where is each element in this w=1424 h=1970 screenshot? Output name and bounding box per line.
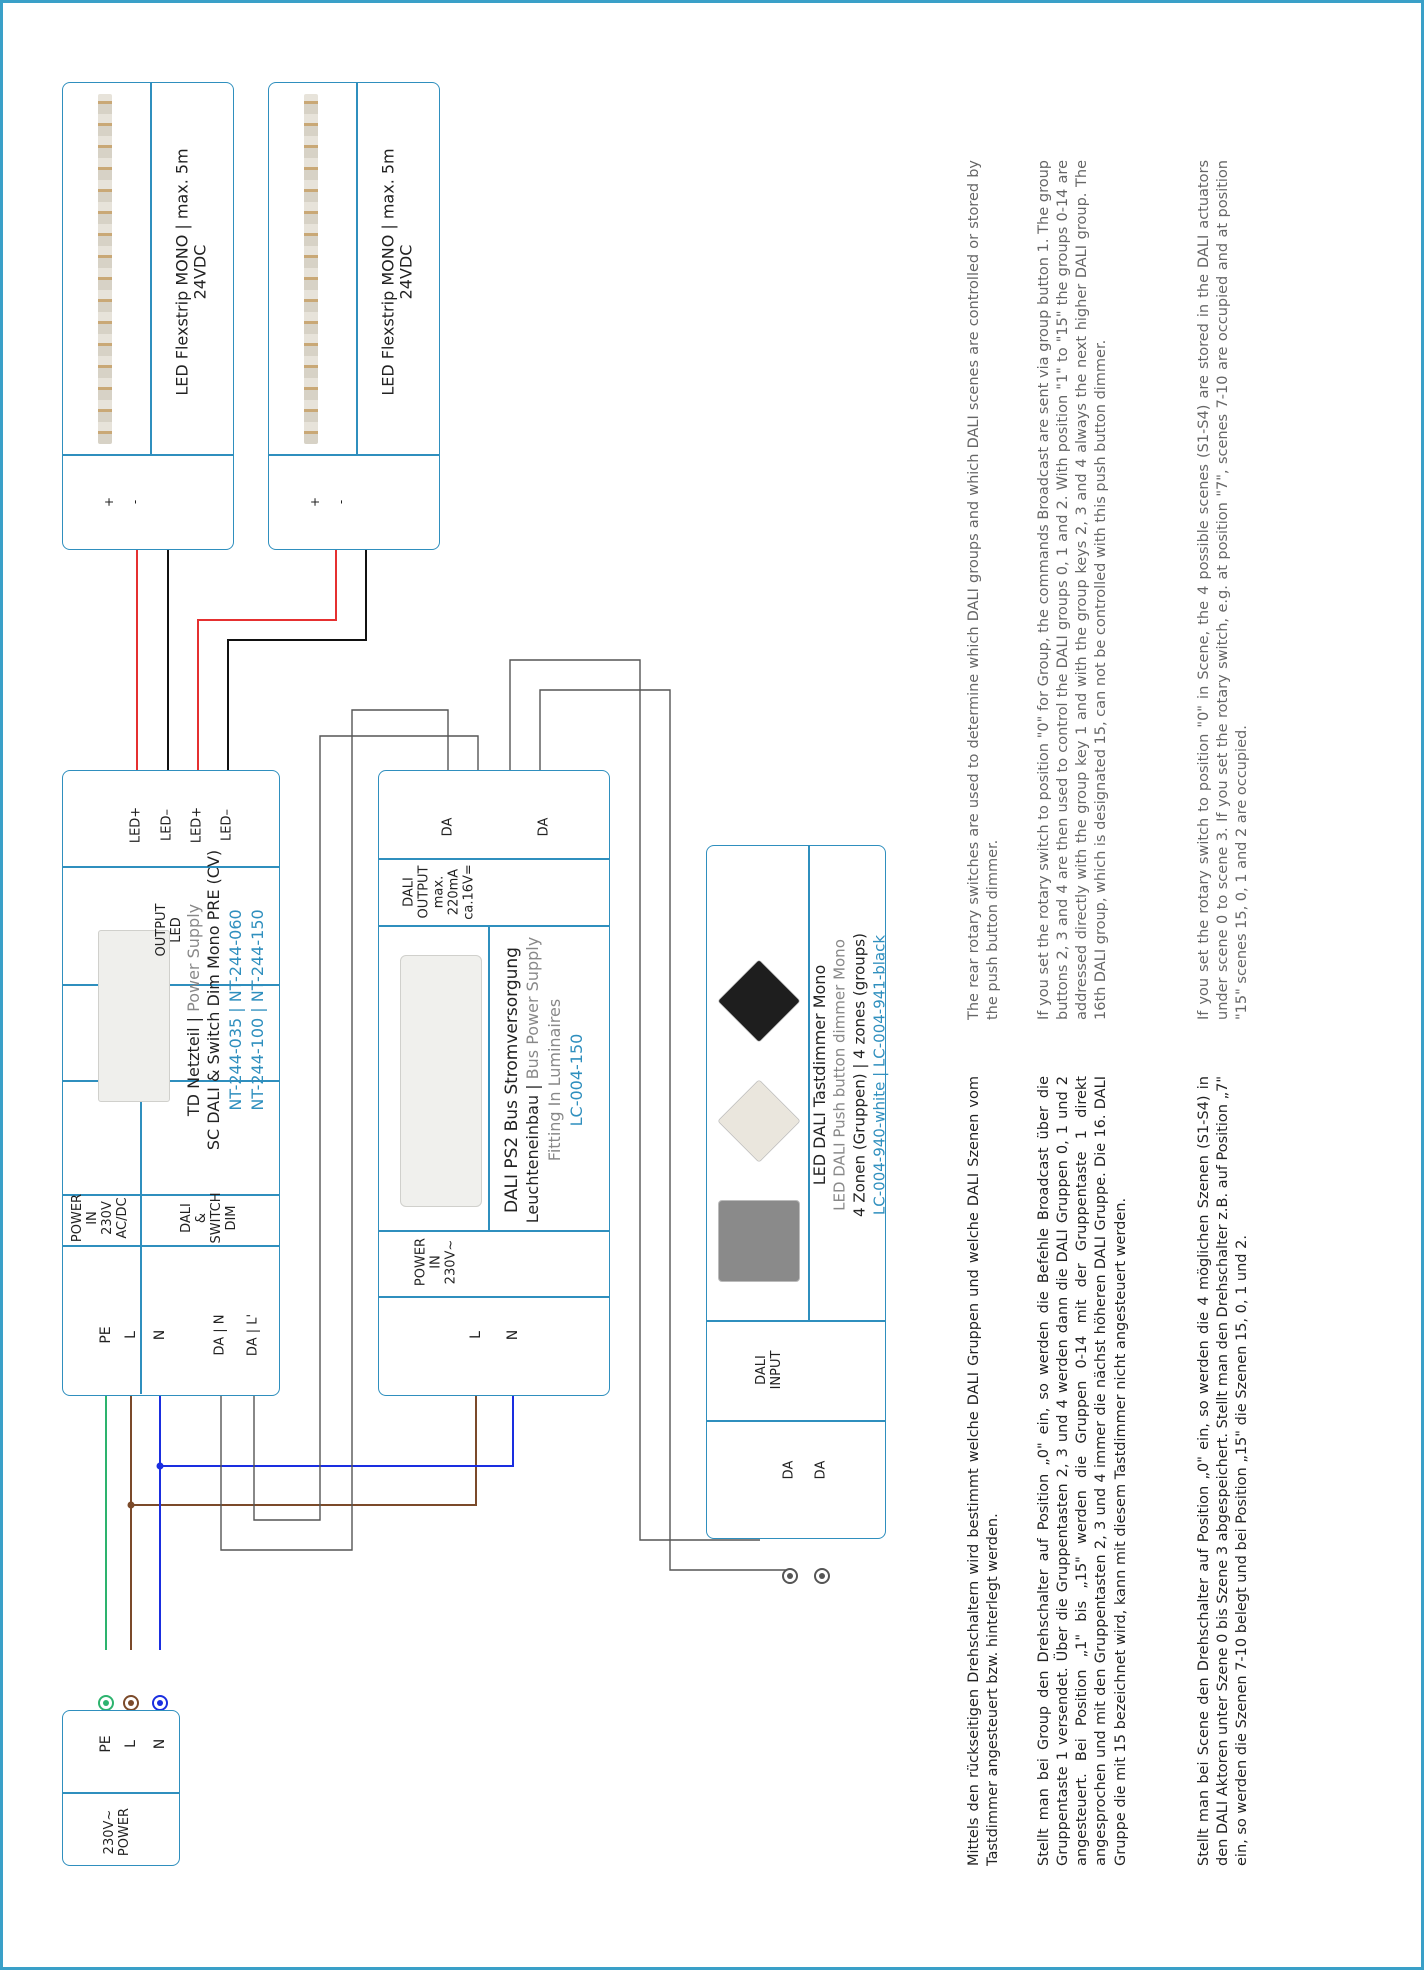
ps2-da2: DA (536, 817, 552, 837)
ps2-sub2: Fitting In Luminaires (544, 998, 564, 1162)
psu-product-image (98, 930, 170, 1102)
strip-1-plus: + (102, 496, 117, 508)
ps2-product-image (400, 955, 482, 1207)
psu-l-label: L (122, 1331, 139, 1339)
ps2-hdiv4 (378, 858, 610, 860)
dimmer-title: LED DALI Tastdimmer Mono (809, 964, 829, 1186)
wire-da-psu-1 (220, 709, 449, 1551)
dimmer-sub: LED DALI Push button dimmer Mono (830, 939, 849, 1211)
strip-2-label: LED Flexstrip MONO | max. 5m 24VDC (378, 148, 416, 396)
strip-2-vdiv (356, 82, 358, 454)
psu-hdiv (62, 984, 280, 986)
strip-2-minus: - (334, 499, 349, 505)
psu-pe-label: PE (97, 1326, 114, 1344)
ps2-sub-b: Bus Power Supply (522, 936, 542, 1080)
strip-1-minus: - (128, 499, 143, 505)
mains-pe-label: PE (97, 1735, 114, 1753)
psu-codes-2: NT-244-100 | NT-244-150 (247, 909, 267, 1111)
dimmer-input: DALI INPUT (754, 1350, 784, 1390)
mains-n-terminal-dot (157, 1700, 163, 1706)
dimmer-hdiv2 (706, 1320, 886, 1322)
mains-pe-terminal-dot (103, 1700, 109, 1706)
ps2-power-in: POWER IN 230V~ (413, 1237, 459, 1287)
text-de-3: Stellt man bei Scene den Drehschalter au… (1196, 1076, 1251, 1866)
psu-hdiv5 (62, 1194, 280, 1196)
text-en-1: The rear rotary switches are used to det… (966, 160, 1002, 1020)
ps2-da1: DA (440, 817, 456, 837)
wire-da-out-2 (539, 689, 790, 1571)
ps2-hdiv3 (378, 925, 610, 927)
strip-2-plus: + (308, 496, 323, 508)
psu-codes-1: NT-244-035 | NT-244-060 (225, 909, 245, 1111)
psu-title-a: TD Netzteil | (183, 1011, 203, 1117)
mains-divider (62, 1792, 180, 1794)
strip-2-image (304, 94, 318, 444)
dimmer-da1-terminal-dot (787, 1573, 793, 1579)
wire-da-out-1 (509, 659, 760, 1541)
psu-output: OUTPUT LED (154, 903, 184, 957)
wire-led2-minus (227, 523, 367, 781)
ps2-n-label: N (504, 1329, 521, 1341)
ps2-code: LC-004-150 (566, 1033, 586, 1127)
ps2-sub: Leuchteneinbau | Bus Power Supply (522, 936, 542, 1224)
psu-hdiv2 (62, 1080, 280, 1082)
dimmer-codes: LC-004-940-white | LC-004-941-black (870, 934, 889, 1216)
wire-n (159, 1340, 514, 1650)
mains-title: 230V~ POWER (102, 1807, 132, 1857)
text-en-2: If you set the rotary switch to position… (1036, 160, 1110, 1020)
psu-hdiv3 (62, 866, 280, 868)
ps2-output: DALI OUTPUT max. 220mA ca.16V= (401, 864, 477, 920)
psu-dali-switch: DALI & SWITCH DIM (179, 1192, 239, 1244)
strip-2-box (268, 82, 440, 550)
dimmer-box (706, 845, 886, 1539)
strip-1-label: LED Flexstrip MONO | max. 5m 24VDC (172, 148, 210, 396)
psu-dal-l-label: DA | L' (245, 1313, 261, 1357)
psu-led2p: LED+ (189, 806, 205, 844)
strip-1-box (62, 82, 234, 550)
psu-led2m: LED– (219, 809, 235, 841)
psu-title-b: Power Supply (183, 903, 203, 1012)
dimmer-image-grey (718, 1200, 800, 1282)
psu-hdiv4 (62, 1245, 280, 1247)
ps2-title: DALI PS2 Bus Stromversorgung (502, 947, 523, 1213)
dimmer-hdiv (706, 1420, 886, 1422)
psu-power-in: POWER IN 230V AC/DC (70, 1193, 130, 1243)
wire-da-psu-2 (253, 735, 479, 1521)
ps2-l-label: L (467, 1331, 484, 1339)
dimmer-zones: 4 Zonen (Gruppen) | 4 zones (groups) (850, 933, 869, 1217)
psu-title: TD Netzteil | Power Supply (183, 903, 203, 1117)
junction-l (127, 1501, 135, 1509)
dimmer-da2-label: DA (813, 1460, 829, 1480)
strip-2-div (268, 454, 440, 456)
psu-vdiv (140, 984, 142, 1394)
junction-n (156, 1462, 164, 1470)
text-en-3: If you set the rotary switch to position… (1196, 160, 1251, 1020)
psu-led1m: LED– (159, 809, 175, 841)
mains-l-label: L (122, 1740, 139, 1748)
wire-layer (105, 523, 790, 1650)
wire-led2-plus (197, 523, 337, 781)
ps2-sub-a: Leuchteneinbau | (522, 1079, 542, 1224)
dimmer-da1-label: DA (781, 1460, 797, 1480)
psu-subtitle: SC DALI & Switch Dim Mono PRE (CV) (203, 849, 223, 1151)
ps2-hdiv (378, 1230, 610, 1232)
ps2-hdiv2 (378, 1296, 610, 1298)
mains-l-terminal-dot (128, 1700, 134, 1706)
psu-n-label: N (151, 1329, 168, 1341)
mains-power-box (62, 1710, 180, 1866)
dimmer-da2-terminal-dot (819, 1573, 825, 1579)
psu-dal-n-label: DA | N (212, 1314, 228, 1356)
strip-1-vdiv (150, 82, 152, 454)
mains-n-label: N (151, 1738, 168, 1750)
dimmer-vdiv (808, 845, 810, 1320)
text-de-1: Mittels den rückseitigen Drehschaltern w… (966, 1076, 1002, 1866)
psu-led1p: LED+ (128, 806, 144, 844)
strip-1-div (62, 454, 234, 456)
ps2-vdiv (488, 925, 490, 1230)
text-de-2: Stellt man bei Group den Drehschalter au… (1036, 1076, 1129, 1866)
wire-l (130, 1340, 477, 1650)
strip-1-image (98, 94, 112, 444)
